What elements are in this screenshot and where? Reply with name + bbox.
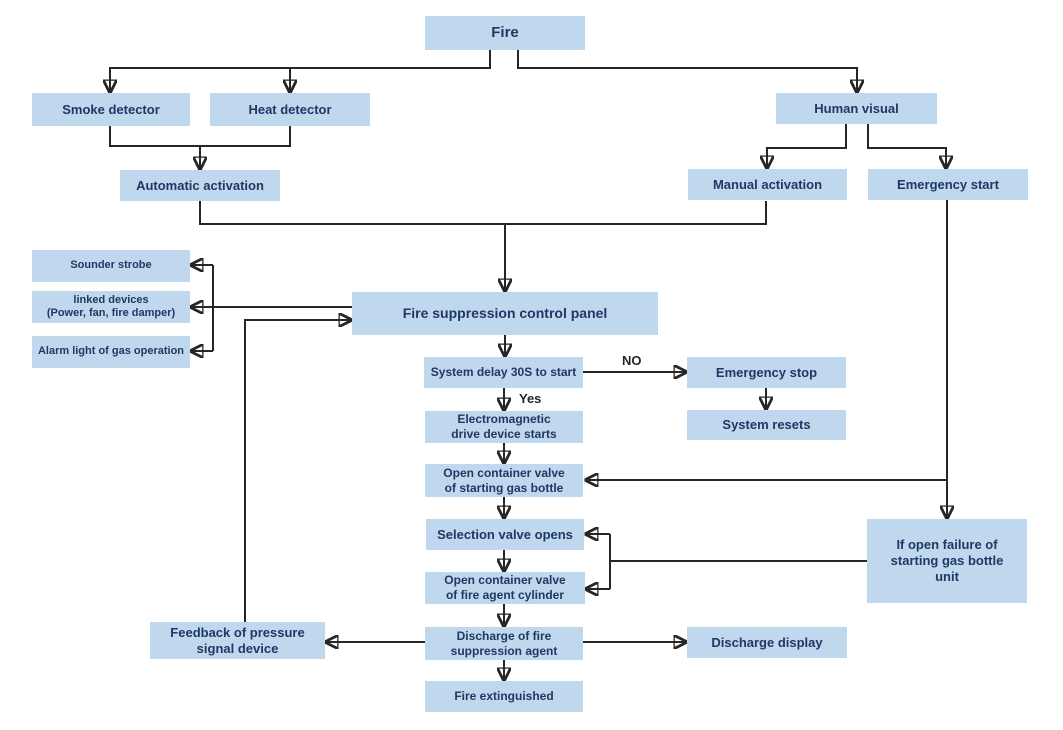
edge-activation-to-panel: [199, 201, 767, 291]
edge-label-yes: Yes: [517, 391, 544, 406]
node-system-delay: System delay 30S to start: [424, 357, 583, 388]
edge-open-failure-to-valves: [586, 534, 867, 589]
edge-label-no: NO: [620, 353, 644, 368]
node-discharge-agent: Discharge of fire suppression agent: [425, 627, 583, 660]
node-linked-devices: linked devices (Power, fan, fire damper): [32, 291, 190, 323]
edge-panel-to-devices: [191, 265, 352, 351]
edge-feedback-to-panel: [244, 320, 351, 622]
edge-human-to-manual: [767, 124, 847, 168]
node-sounder-strobe: Sounder strobe: [32, 250, 190, 282]
node-control-panel: Fire suppression control panel: [352, 292, 658, 335]
node-if-open-failure: If open failure of starting gas bottle u…: [867, 519, 1027, 603]
node-selection-valve: Selection valve opens: [426, 519, 584, 550]
node-manual-activation: Manual activation: [688, 169, 847, 200]
node-electromagnetic-drive: Electromagnetic drive device starts: [425, 411, 583, 443]
node-open-valve-starting-gas: Open container valve of starting gas bot…: [425, 464, 583, 497]
node-automatic-activation: Automatic activation: [120, 170, 280, 201]
node-human-visual: Human visual: [776, 93, 937, 124]
node-smoke-detector: Smoke detector: [32, 93, 190, 126]
edge-detectors-to-automatic: [109, 126, 291, 169]
node-system-resets: System resets: [687, 410, 846, 440]
node-alarm-light: Alarm light of gas operation: [32, 336, 190, 368]
node-emergency-stop: Emergency stop: [687, 357, 846, 388]
edge-human-to-emergency-start: [867, 124, 946, 168]
node-heat-detector: Heat detector: [210, 93, 370, 126]
node-fire: Fire: [425, 16, 585, 50]
node-feedback-pressure: Feedback of pressure signal device: [150, 622, 325, 659]
node-fire-extinguished: Fire extinguished: [425, 681, 583, 712]
edge-emergency-start-down: [586, 200, 947, 518]
node-emergency-start: Emergency start: [868, 169, 1028, 200]
node-open-valve-fire-agent: Open container valve of fire agent cylin…: [425, 572, 585, 604]
edge-fire-to-human-visual: [517, 50, 857, 92]
node-discharge-display: Discharge display: [687, 627, 847, 658]
edge-fire-to-detectors: [110, 50, 491, 92]
